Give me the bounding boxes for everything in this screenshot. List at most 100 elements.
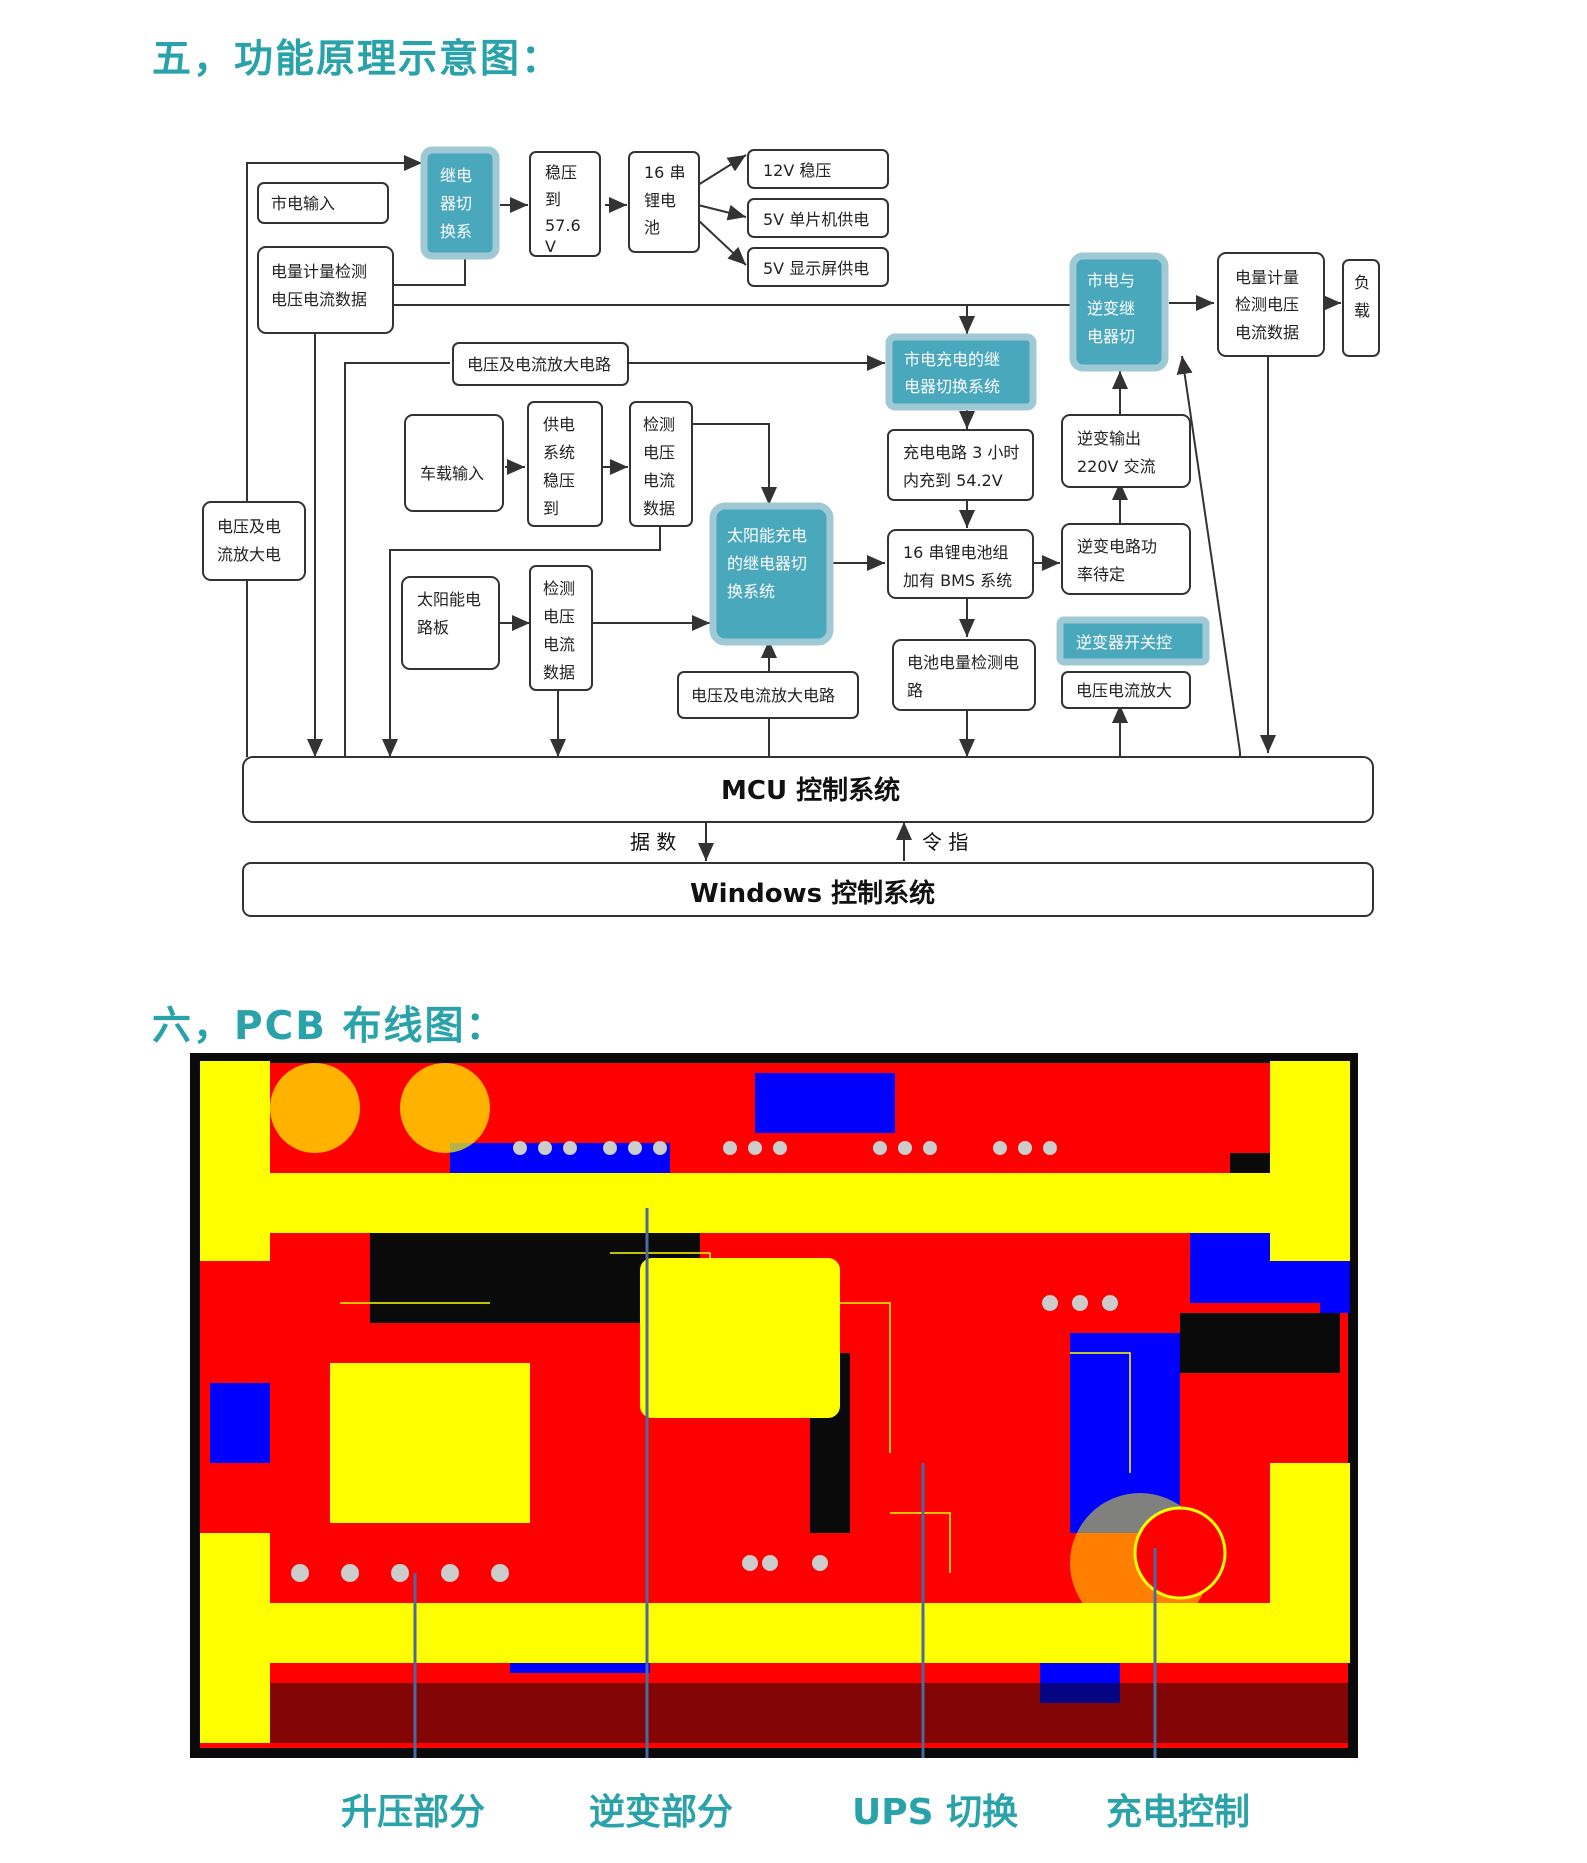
- svg-text:逆变继: 逆变继: [1087, 299, 1135, 318]
- svg-text:锂电: 锂电: [644, 191, 676, 210]
- pcb-label-charge: 充电控制: [1106, 1792, 1251, 1833]
- svg-text:电压电流放大: 电压电流放大: [1076, 681, 1172, 700]
- function-diagram: 市电输入 继电 器切 换系 稳压 到 57.6 V 16 串 锂电 池 12V …: [202, 146, 1380, 917]
- svg-text:电池电量检测电: 电池电量检测电: [907, 653, 1019, 672]
- svg-text:电量计量检测: 电量计量检测: [271, 262, 367, 281]
- svg-text:流放大电: 流放大电: [217, 545, 281, 564]
- svg-text:加有 BMS 系统: 加有 BMS 系统: [903, 571, 1012, 590]
- data-label: 据 数: [630, 830, 676, 854]
- svg-text:充电电路 3 小时: 充电电路 3 小时: [903, 443, 1019, 462]
- svg-text:供电: 供电: [543, 415, 575, 434]
- svg-text:率待定: 率待定: [1077, 565, 1125, 584]
- svg-text:路: 路: [907, 681, 923, 700]
- battery-pack-box: 16 串锂电池组 加有 BMS 系统: [887, 529, 1034, 599]
- svg-text:5V 显示屏供电: 5V 显示屏供电: [763, 259, 869, 278]
- out-12v-box: 12V 稳压: [747, 149, 889, 189]
- svg-text:市电与: 市电与: [1087, 271, 1135, 290]
- pcb-label-inverter: 逆变部分: [589, 1792, 734, 1833]
- pcb-label-ups: UPS 切换: [852, 1792, 1019, 1833]
- inverter-power-box: 逆变电路功 率待定: [1061, 523, 1191, 595]
- vi-amp-box: 电压电流放大: [1061, 671, 1191, 709]
- meter-input-box: 电量计量检测 电压电流数据: [257, 246, 394, 334]
- svg-text:换系: 换系: [440, 222, 472, 241]
- battery16-box: 16 串 锂电 池: [628, 151, 700, 253]
- battery-detect-box: 电池电量检测电 路: [892, 639, 1036, 711]
- svg-text:稳压: 稳压: [545, 163, 577, 182]
- svg-text:电器切换系统: 电器切换系统: [904, 377, 1000, 396]
- svg-text:电量计量: 电量计量: [1235, 268, 1299, 287]
- mains-inverter-relay-box: 市电与 逆变继 电器切: [1069, 252, 1169, 372]
- left-amp-box: 电压及电 流放大电: [202, 501, 306, 581]
- section6-heading: 六，PCB 布线图：: [152, 1004, 507, 1049]
- svg-text:系统: 系统: [543, 443, 575, 462]
- solar-relay-box: 太阳能充电 的继电器切 换系统: [709, 502, 834, 646]
- svg-text:数据: 数据: [543, 663, 575, 682]
- detect-solar-box: 检测 电压 电流 数据: [529, 565, 593, 691]
- svg-text:到: 到: [543, 499, 559, 518]
- svg-text:检测电压: 检测电压: [1235, 295, 1299, 314]
- svg-text:16 串锂电池组: 16 串锂电池组: [903, 543, 1008, 562]
- svg-text:到: 到: [545, 190, 561, 209]
- load-box: 负 载: [1342, 259, 1380, 357]
- charge-circuit-box: 充电电路 3 小时 内充到 54.2V: [887, 429, 1034, 501]
- svg-text:电压及电流放大电路: 电压及电流放大电路: [467, 355, 611, 374]
- svg-text:电压: 电压: [643, 443, 675, 462]
- svg-text:16 串: 16 串: [644, 163, 685, 182]
- svg-text:电器切: 电器切: [1087, 327, 1135, 346]
- cmd-label: 令 指: [922, 830, 968, 854]
- mains-input-box: 市电输入: [257, 182, 389, 224]
- mains-input-text: 市电输入: [271, 194, 335, 213]
- svg-text:检测: 检测: [643, 415, 675, 434]
- svg-text:器切: 器切: [440, 194, 472, 213]
- svg-text:载: 载: [1354, 301, 1370, 320]
- relay-switch-box: 继电 器切 换系: [420, 146, 500, 260]
- svg-text:市电充电的继: 市电充电的继: [904, 350, 1000, 369]
- svg-text:57.6: 57.6: [545, 216, 581, 235]
- svg-text:逆变器开关控: 逆变器开关控: [1076, 633, 1172, 652]
- detect-car-box: 检测 电压 电流 数据: [629, 401, 693, 527]
- svg-text:电流: 电流: [643, 471, 675, 490]
- supply-reg-box: 供电 系统 稳压 到: [527, 401, 603, 527]
- svg-text:路板: 路板: [417, 618, 449, 637]
- svg-text:继电: 继电: [440, 166, 472, 185]
- out-5v-mcu-box: 5V 单片机供电: [747, 198, 889, 238]
- svg-text:检测: 检测: [543, 579, 575, 598]
- regulate-box: 稳压 到 57.6 V: [529, 151, 601, 257]
- svg-text:12V 稳压: 12V 稳压: [763, 161, 831, 180]
- windows-box: Windows 控制系统: [242, 862, 1374, 917]
- svg-text:电压电流数据: 电压电流数据: [271, 290, 367, 309]
- svg-text:负: 负: [1354, 273, 1370, 292]
- section5-heading: 五，功能原理示意图：: [152, 37, 563, 82]
- svg-text:电压及电流放大电路: 电压及电流放大电路: [691, 686, 835, 705]
- svg-text:池: 池: [644, 218, 660, 237]
- pcb-label-boost: 升压部分: [341, 1792, 486, 1833]
- svg-text:稳压: 稳压: [543, 471, 575, 490]
- svg-text:V: V: [545, 237, 556, 256]
- svg-text:换系统: 换系统: [727, 582, 775, 601]
- out-5v-display-box: 5V 显示屏供电: [747, 247, 889, 287]
- svg-text:太阳能充电: 太阳能充电: [727, 526, 807, 545]
- svg-text:的继电器切: 的继电器切: [727, 554, 807, 573]
- svg-text:电流: 电流: [543, 635, 575, 654]
- car-input-box: 车载输入: [404, 414, 504, 512]
- svg-text:太阳能电: 太阳能电: [417, 590, 481, 609]
- svg-text:电压及电: 电压及电: [217, 517, 281, 536]
- meter-output-box: 电量计量 检测电压 电流数据: [1217, 252, 1325, 357]
- svg-text:车载输入: 车载输入: [420, 464, 484, 483]
- mcu-label: MCU 控制系统: [721, 775, 900, 806]
- svg-text:电压: 电压: [543, 607, 575, 626]
- svg-text:逆变电路功: 逆变电路功: [1077, 537, 1157, 556]
- svg-text:数据: 数据: [643, 499, 675, 518]
- svg-text:内充到 54.2V: 内充到 54.2V: [903, 471, 1003, 490]
- diagram-wires: [246, 154, 1341, 861]
- svg-text:电流数据: 电流数据: [1235, 323, 1299, 342]
- inverter-220-box: 逆变输出 220V 交流: [1061, 414, 1191, 488]
- amp-top-box: 电压及电流放大电路: [452, 342, 629, 386]
- svg-text:逆变输出: 逆变输出: [1077, 429, 1141, 448]
- mcu-box: MCU 控制系统: [242, 756, 1374, 823]
- pcb-layout-image: [190, 1053, 1358, 1758]
- amp-bottom-box: 电压及电流放大电路: [677, 671, 859, 719]
- solar-panel-box: 太阳能电 路板: [401, 576, 500, 670]
- inverter-switch-box: 逆变器开关控: [1056, 616, 1210, 666]
- mains-charge-relay-box: 市电充电的继 电器切换系统: [885, 333, 1037, 411]
